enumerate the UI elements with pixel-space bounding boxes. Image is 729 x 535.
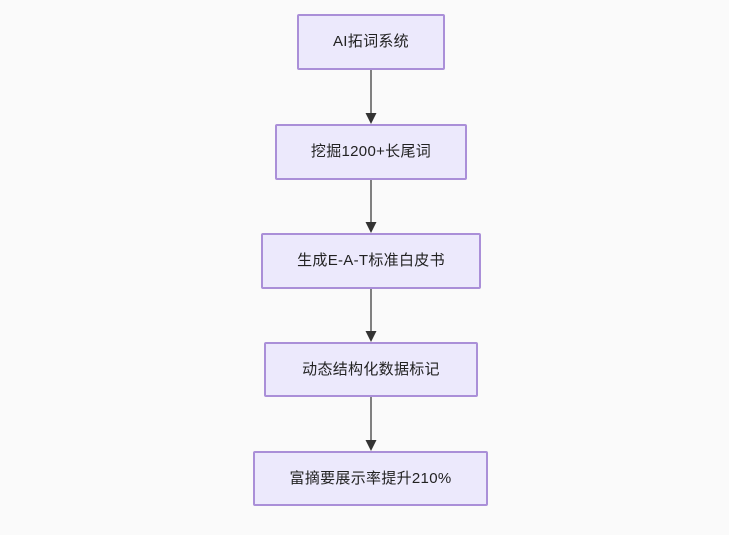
flow-node-label: 挖掘1200+长尾词 [310, 143, 432, 160]
flow-edge-2 [363, 180, 379, 233]
flow-node-label: 动态结构化数据标记 [302, 360, 440, 378]
flow-node-rich-snippet-rate-increase[interactable]: 富摘要展示率提升210% [253, 451, 488, 506]
flow-node-label: AI拓词系统 [333, 33, 409, 50]
flow-edge-4 [363, 397, 379, 451]
flow-node-generate-eat-whitepaper[interactable]: 生成E-A-T标准白皮书 [261, 233, 481, 289]
flow-node-label: 生成E-A-T标准白皮书 [297, 252, 445, 269]
flow-node-dynamic-structured-data-markup[interactable]: 动态结构化数据标记 [264, 342, 478, 397]
flow-edge-3 [363, 289, 379, 342]
flow-edge-1 [363, 70, 379, 124]
flow-node-mine-longtail-keywords[interactable]: 挖掘1200+长尾词 [275, 124, 467, 180]
flow-node-ai-keyword-system[interactable]: AI拓词系统 [297, 14, 445, 70]
flow-node-label: 富摘要展示率提升210% [289, 469, 452, 487]
